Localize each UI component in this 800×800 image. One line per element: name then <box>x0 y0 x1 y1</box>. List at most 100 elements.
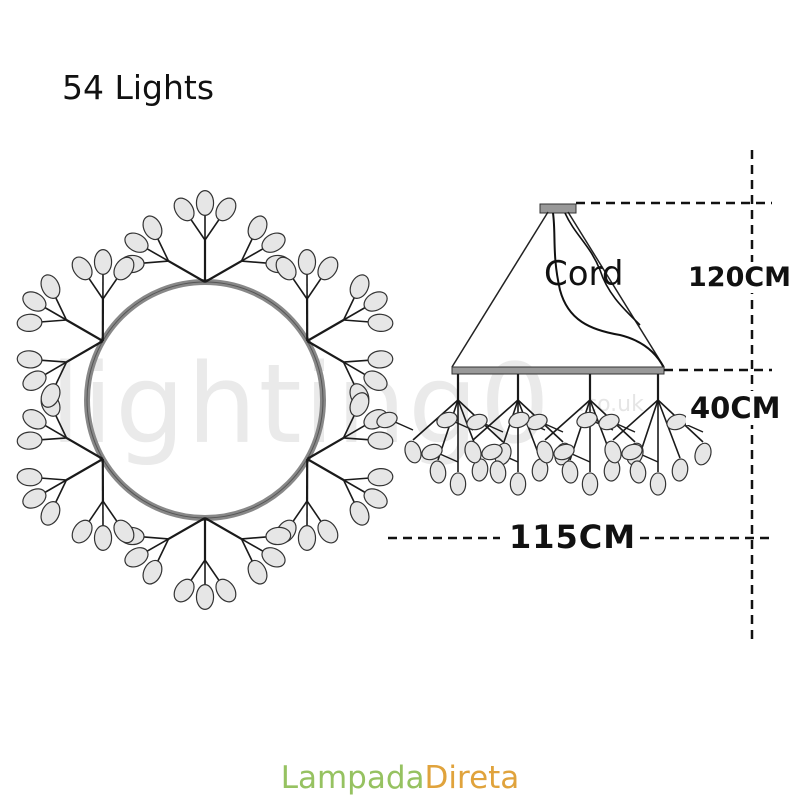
leaf-bulb <box>349 501 370 526</box>
branch-stem <box>168 517 206 540</box>
leaf-bulb <box>16 431 43 450</box>
branch-stem <box>140 260 169 265</box>
branch-stem <box>53 412 68 439</box>
leaf-bulb <box>22 409 47 430</box>
leaf-bulb <box>173 197 195 222</box>
leaf-bulb <box>436 411 458 429</box>
leaf-bulb <box>367 350 394 369</box>
leaf-bulb <box>93 249 113 275</box>
leaf-bulb <box>581 472 599 496</box>
leaf-bulb <box>297 525 317 551</box>
leaf-bulb <box>93 525 113 551</box>
branch-stem <box>86 500 104 525</box>
branch-stem <box>204 559 222 584</box>
branch-stem <box>168 260 206 283</box>
branch-stem <box>343 477 372 481</box>
leaf-bulb <box>16 467 43 487</box>
leaf-bulb <box>604 440 622 464</box>
branch-stem <box>143 246 169 262</box>
leaf-bulb <box>22 488 47 509</box>
leaf-bulb <box>509 472 527 496</box>
branch-stem <box>155 538 170 565</box>
branch-stem <box>571 453 591 463</box>
leaf-bulb <box>481 443 503 461</box>
branch-stem <box>439 453 459 463</box>
width-label: 115CM <box>505 518 641 556</box>
leaf-bulb <box>124 232 149 253</box>
branch-stem <box>290 500 308 525</box>
leaf-bulb <box>113 519 135 544</box>
top-view-branches <box>38 212 372 588</box>
branch-stem <box>41 423 67 439</box>
branch-stem <box>657 399 681 459</box>
leaf-bulb <box>466 413 488 431</box>
leaf-bulb <box>22 370 47 391</box>
branch-stem <box>343 319 372 323</box>
branch-stem <box>38 319 67 323</box>
leaf-bulb <box>489 460 507 484</box>
branch-stem <box>188 559 206 584</box>
branch-stem <box>342 479 357 506</box>
leaf-bulb <box>576 411 598 429</box>
branch-stem <box>143 538 169 554</box>
leaf-bulb <box>195 190 215 216</box>
leaf-bulb <box>649 472 667 496</box>
leaf-bulb <box>404 440 422 464</box>
leaf-bulb <box>124 547 149 568</box>
branch-stem <box>343 359 372 363</box>
leaf-bulb <box>508 411 530 429</box>
branch-stem <box>343 305 369 321</box>
leaf-bulb <box>621 443 643 461</box>
leaf-bulb <box>349 392 370 417</box>
branch-stem <box>65 436 104 460</box>
leaf-bulb <box>265 526 292 546</box>
leaf-bulb <box>671 458 689 482</box>
side-view-leaves <box>376 411 712 496</box>
leaf-bulb <box>113 256 135 281</box>
leaf-bulb <box>22 291 47 312</box>
branch-stem <box>343 423 369 439</box>
branch-stem <box>343 361 369 377</box>
branch-stem <box>241 535 270 540</box>
branch-stem <box>41 479 67 495</box>
suspension-wire-right <box>567 211 665 368</box>
leaf-bulb <box>40 274 61 299</box>
leaf-bulb <box>421 443 443 461</box>
branch-stem <box>65 340 104 364</box>
branch-stem <box>342 412 357 439</box>
leaf-bulb <box>429 460 447 484</box>
brand-part-2: Direta <box>424 760 520 796</box>
branch-stem <box>140 535 169 540</box>
leaf-bulb <box>598 413 620 431</box>
leaf-bulb <box>247 215 268 241</box>
leaf-bulb <box>275 256 297 281</box>
lights-count-heading: 54 Lights <box>62 68 215 107</box>
leaf-bulb <box>553 443 575 461</box>
power-cord <box>552 212 665 369</box>
leaf-bulb <box>142 559 163 585</box>
leaf-bulb <box>526 413 548 431</box>
leaf-bulb <box>561 460 579 484</box>
branch-stem <box>612 399 659 441</box>
branch-stem <box>306 275 324 300</box>
leaf-bulb <box>16 350 43 369</box>
branch-stem <box>86 275 104 300</box>
leaf-bulb <box>16 313 43 333</box>
branch-stem <box>394 421 414 431</box>
branch-stem <box>684 423 704 433</box>
branch-stem <box>204 216 222 241</box>
leaf-bulb <box>694 442 712 466</box>
branch-stem <box>343 437 372 441</box>
horizontal-bar <box>451 366 665 375</box>
drop-height-label: 120CM <box>684 262 796 293</box>
branch-stem <box>188 216 206 241</box>
branch-stem <box>517 399 541 459</box>
branch-stem <box>240 235 255 262</box>
branch-stem <box>65 458 104 481</box>
branch-stem <box>41 305 67 321</box>
branch-stem <box>342 294 357 321</box>
ceiling-canopy <box>539 203 577 214</box>
leaf-bulb <box>261 232 286 253</box>
leaf-bulb <box>215 578 237 603</box>
